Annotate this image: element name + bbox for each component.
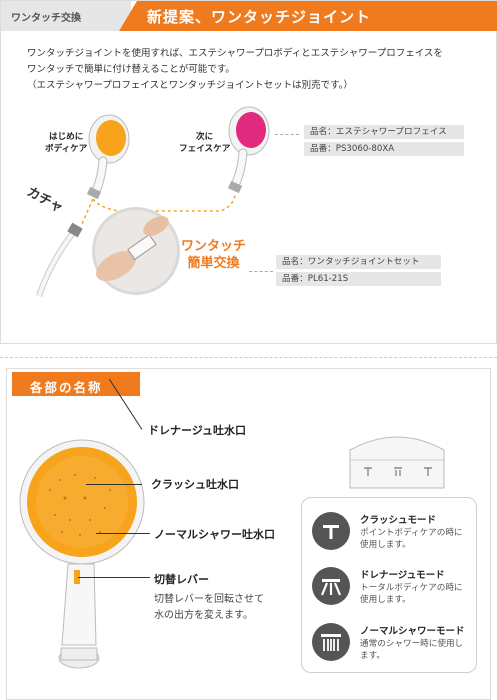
part-drainage-label: ドレナージュ吐水口 bbox=[148, 424, 247, 437]
shower-head-diagram bbox=[19, 439, 145, 669]
drainage-mode-desc-line2: 使用します。 bbox=[360, 595, 411, 605]
crash-mode-desc: ポイントボディケアの時に 使用します。 bbox=[360, 527, 463, 551]
body-shower-head bbox=[86, 114, 130, 200]
lever-leader bbox=[78, 577, 150, 578]
crash-leader bbox=[86, 484, 142, 485]
face-shower-head bbox=[227, 106, 270, 194]
joint-spec-leader bbox=[249, 271, 273, 273]
normal-mode-desc-line1: 通常のシャワー時に使用し bbox=[360, 639, 464, 649]
head-side-view bbox=[349, 436, 445, 489]
section-title: 新提案、ワンタッチジョイント bbox=[147, 8, 372, 26]
lever-description: 切替レバーを回転させて 水の出方を変えます。 bbox=[154, 592, 264, 624]
face-product-name: 品名：エステシャワープロフェイス bbox=[304, 125, 464, 139]
body-care-label-line2: ボディケア bbox=[45, 144, 88, 154]
part-lever-label: 切替レバー bbox=[154, 573, 209, 586]
header-tab-label: ワンタッチ交換 bbox=[11, 13, 81, 24]
section-divider bbox=[0, 357, 497, 358]
face-product-number: 品番：PS3060-80XA bbox=[304, 142, 464, 156]
intro-line-3: （エステシャワープロフェイスとワンタッチジョイントセットは別売です。） bbox=[27, 80, 353, 91]
face-care-label-line2: フェイスケア bbox=[179, 144, 231, 154]
drainage-mode-title: ドレナージュモード bbox=[360, 570, 445, 581]
onetouch-label-line2: 簡単交換 bbox=[187, 256, 240, 271]
face-care-label: 次に フェイスケア bbox=[179, 131, 230, 155]
crash-mode-title: クラッシュモード bbox=[360, 515, 437, 526]
header-title-bg bbox=[119, 1, 497, 31]
joint-product-name: 品名：ワンタッチジョイントセット bbox=[276, 255, 441, 269]
parts-title: 各部の名称 bbox=[30, 380, 103, 395]
lever-description-line2: 水の出方を変えます。 bbox=[154, 610, 253, 621]
lever-description-line1: 切替レバーを回転させて bbox=[154, 594, 264, 605]
normal-mode-desc-line2: ます。 bbox=[360, 651, 385, 661]
drainage-mode-desc: トータルボディケアの時に 使用します。 bbox=[360, 582, 463, 606]
header-tab-bg bbox=[1, 1, 131, 31]
joint-product-number: 品番：PL61-21S bbox=[276, 272, 441, 286]
drainage-mode-desc-line1: トータルボディケアの時に bbox=[360, 583, 463, 593]
part-crash-label: クラッシュ吐水口 bbox=[151, 478, 239, 491]
normal-mode-title: ノーマルシャワーモード bbox=[360, 626, 465, 637]
face-spec-leader bbox=[275, 134, 299, 136]
normal-leader bbox=[96, 533, 150, 534]
onetouch-section: ワンタッチ交換 新提案、ワンタッチジョイント ワンタッチジョイントを使用すれば、… bbox=[0, 0, 497, 344]
shower-heads-illustration bbox=[36, 106, 270, 297]
onetouch-label-line1: ワンタッチ bbox=[181, 239, 247, 254]
mode-panel bbox=[301, 497, 477, 673]
intro-line-1: ワンタッチジョイントを使用すれば、エステシャワープロボディとエステシャワープロフ… bbox=[27, 48, 443, 59]
crash-mode-icon bbox=[312, 512, 350, 550]
normal-mode-desc: 通常のシャワー時に使用し ます。 bbox=[360, 638, 463, 662]
normal-mode-icon bbox=[312, 623, 350, 661]
onetouch-label: ワンタッチ 簡単交換 bbox=[181, 238, 246, 272]
face-care-label-line1: 次に bbox=[196, 132, 214, 142]
crash-mode-desc-line2: 使用します。 bbox=[360, 540, 411, 550]
part-normal-label: ノーマルシャワー吐水口 bbox=[154, 528, 275, 541]
body-care-label-line1: はじめに bbox=[48, 132, 84, 142]
drainage-mode-icon bbox=[312, 567, 350, 605]
intro-line-2: ワンタッチで簡単に付け替えることが可能です。 bbox=[27, 64, 235, 75]
body-care-label: はじめに ボディケア bbox=[45, 131, 87, 155]
crash-mode-desc-line1: ポイントボディケアの時に bbox=[360, 528, 463, 538]
